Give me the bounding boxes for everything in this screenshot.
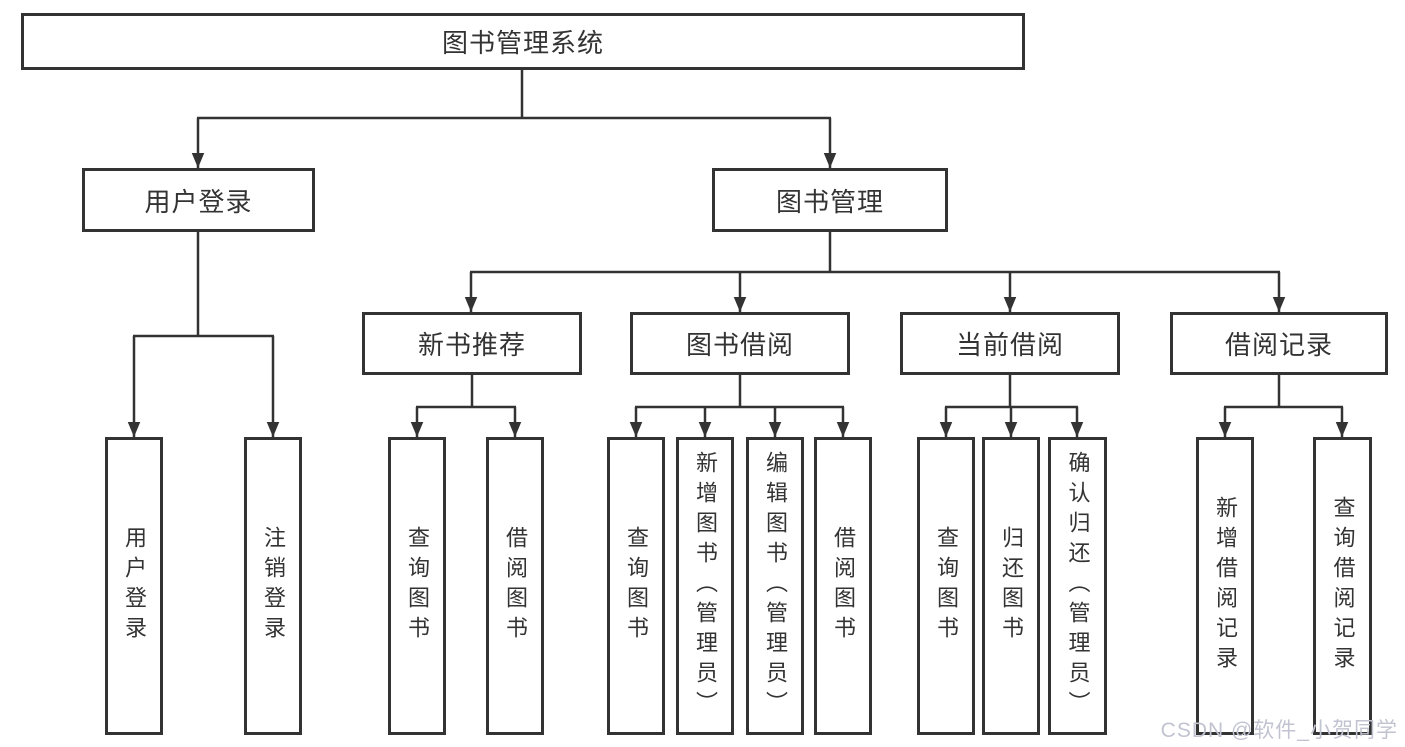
node-label: 借阅图书 xyxy=(503,526,528,646)
node-new-book-recommend: 新书推荐 xyxy=(362,312,582,375)
node-label: 借阅记录 xyxy=(1224,330,1333,360)
leaf-query-books-recommend: 查询图书 xyxy=(388,437,446,735)
node-label: 查询图书 xyxy=(624,526,649,646)
leaf-logout: 注销登录 xyxy=(244,437,302,735)
node-label: 注销登录 xyxy=(261,526,286,646)
leaf-borrow-books-borrow: 借阅图书 xyxy=(814,437,872,735)
leaf-edit-book-admin: 编辑图书（管理员） xyxy=(746,437,804,735)
node-label: 查询借阅记录 xyxy=(1330,496,1356,676)
node-label: 新增借阅记录 xyxy=(1213,496,1238,676)
node-label: 归还图书 xyxy=(999,526,1024,646)
node-library-system: 图书管理系统 xyxy=(21,13,1025,70)
node-label: 当前借阅 xyxy=(955,330,1064,360)
leaf-query-borrow-record: 查询借阅记录 xyxy=(1313,437,1372,735)
node-label: 用户登录 xyxy=(122,526,147,646)
node-label: 新书推荐 xyxy=(417,330,526,360)
leaf-add-book-admin: 新增图书（管理员） xyxy=(676,437,734,735)
node-book-management: 图书管理 xyxy=(712,168,948,232)
node-label: 确认归还（管理员） xyxy=(1065,451,1091,721)
node-label: 用户登录 xyxy=(144,186,253,217)
node-label: 借阅图书 xyxy=(831,526,856,646)
node-label: 新增图书（管理员） xyxy=(693,451,718,721)
leaf-query-books-borrow: 查询图书 xyxy=(607,437,665,735)
leaf-borrow-books-recommend: 借阅图书 xyxy=(486,437,544,735)
node-book-borrow: 图书借阅 xyxy=(630,312,850,375)
leaf-user-login: 用户登录 xyxy=(105,437,163,735)
node-borrow-records: 借阅记录 xyxy=(1170,312,1388,375)
node-label: 编辑图书（管理员） xyxy=(763,451,788,721)
leaf-return-book: 归还图书 xyxy=(982,437,1040,735)
node-label: 图书借阅 xyxy=(685,330,794,360)
node-label: 查询图书 xyxy=(405,526,430,646)
node-user-login: 用户登录 xyxy=(82,168,315,232)
node-current-borrow: 当前借阅 xyxy=(900,312,1120,375)
node-label: 查询图书 xyxy=(934,526,959,646)
csdn-watermark: CSDN @软件_小贺同学 xyxy=(1160,719,1398,742)
leaf-query-books-current: 查询图书 xyxy=(917,437,975,735)
node-label: 图书管理 xyxy=(775,186,884,217)
leaf-add-borrow-record: 新增借阅记录 xyxy=(1196,437,1254,735)
node-label: 图书管理系统 xyxy=(441,28,604,58)
leaf-confirm-return-admin: 确认归还（管理员） xyxy=(1048,437,1107,735)
